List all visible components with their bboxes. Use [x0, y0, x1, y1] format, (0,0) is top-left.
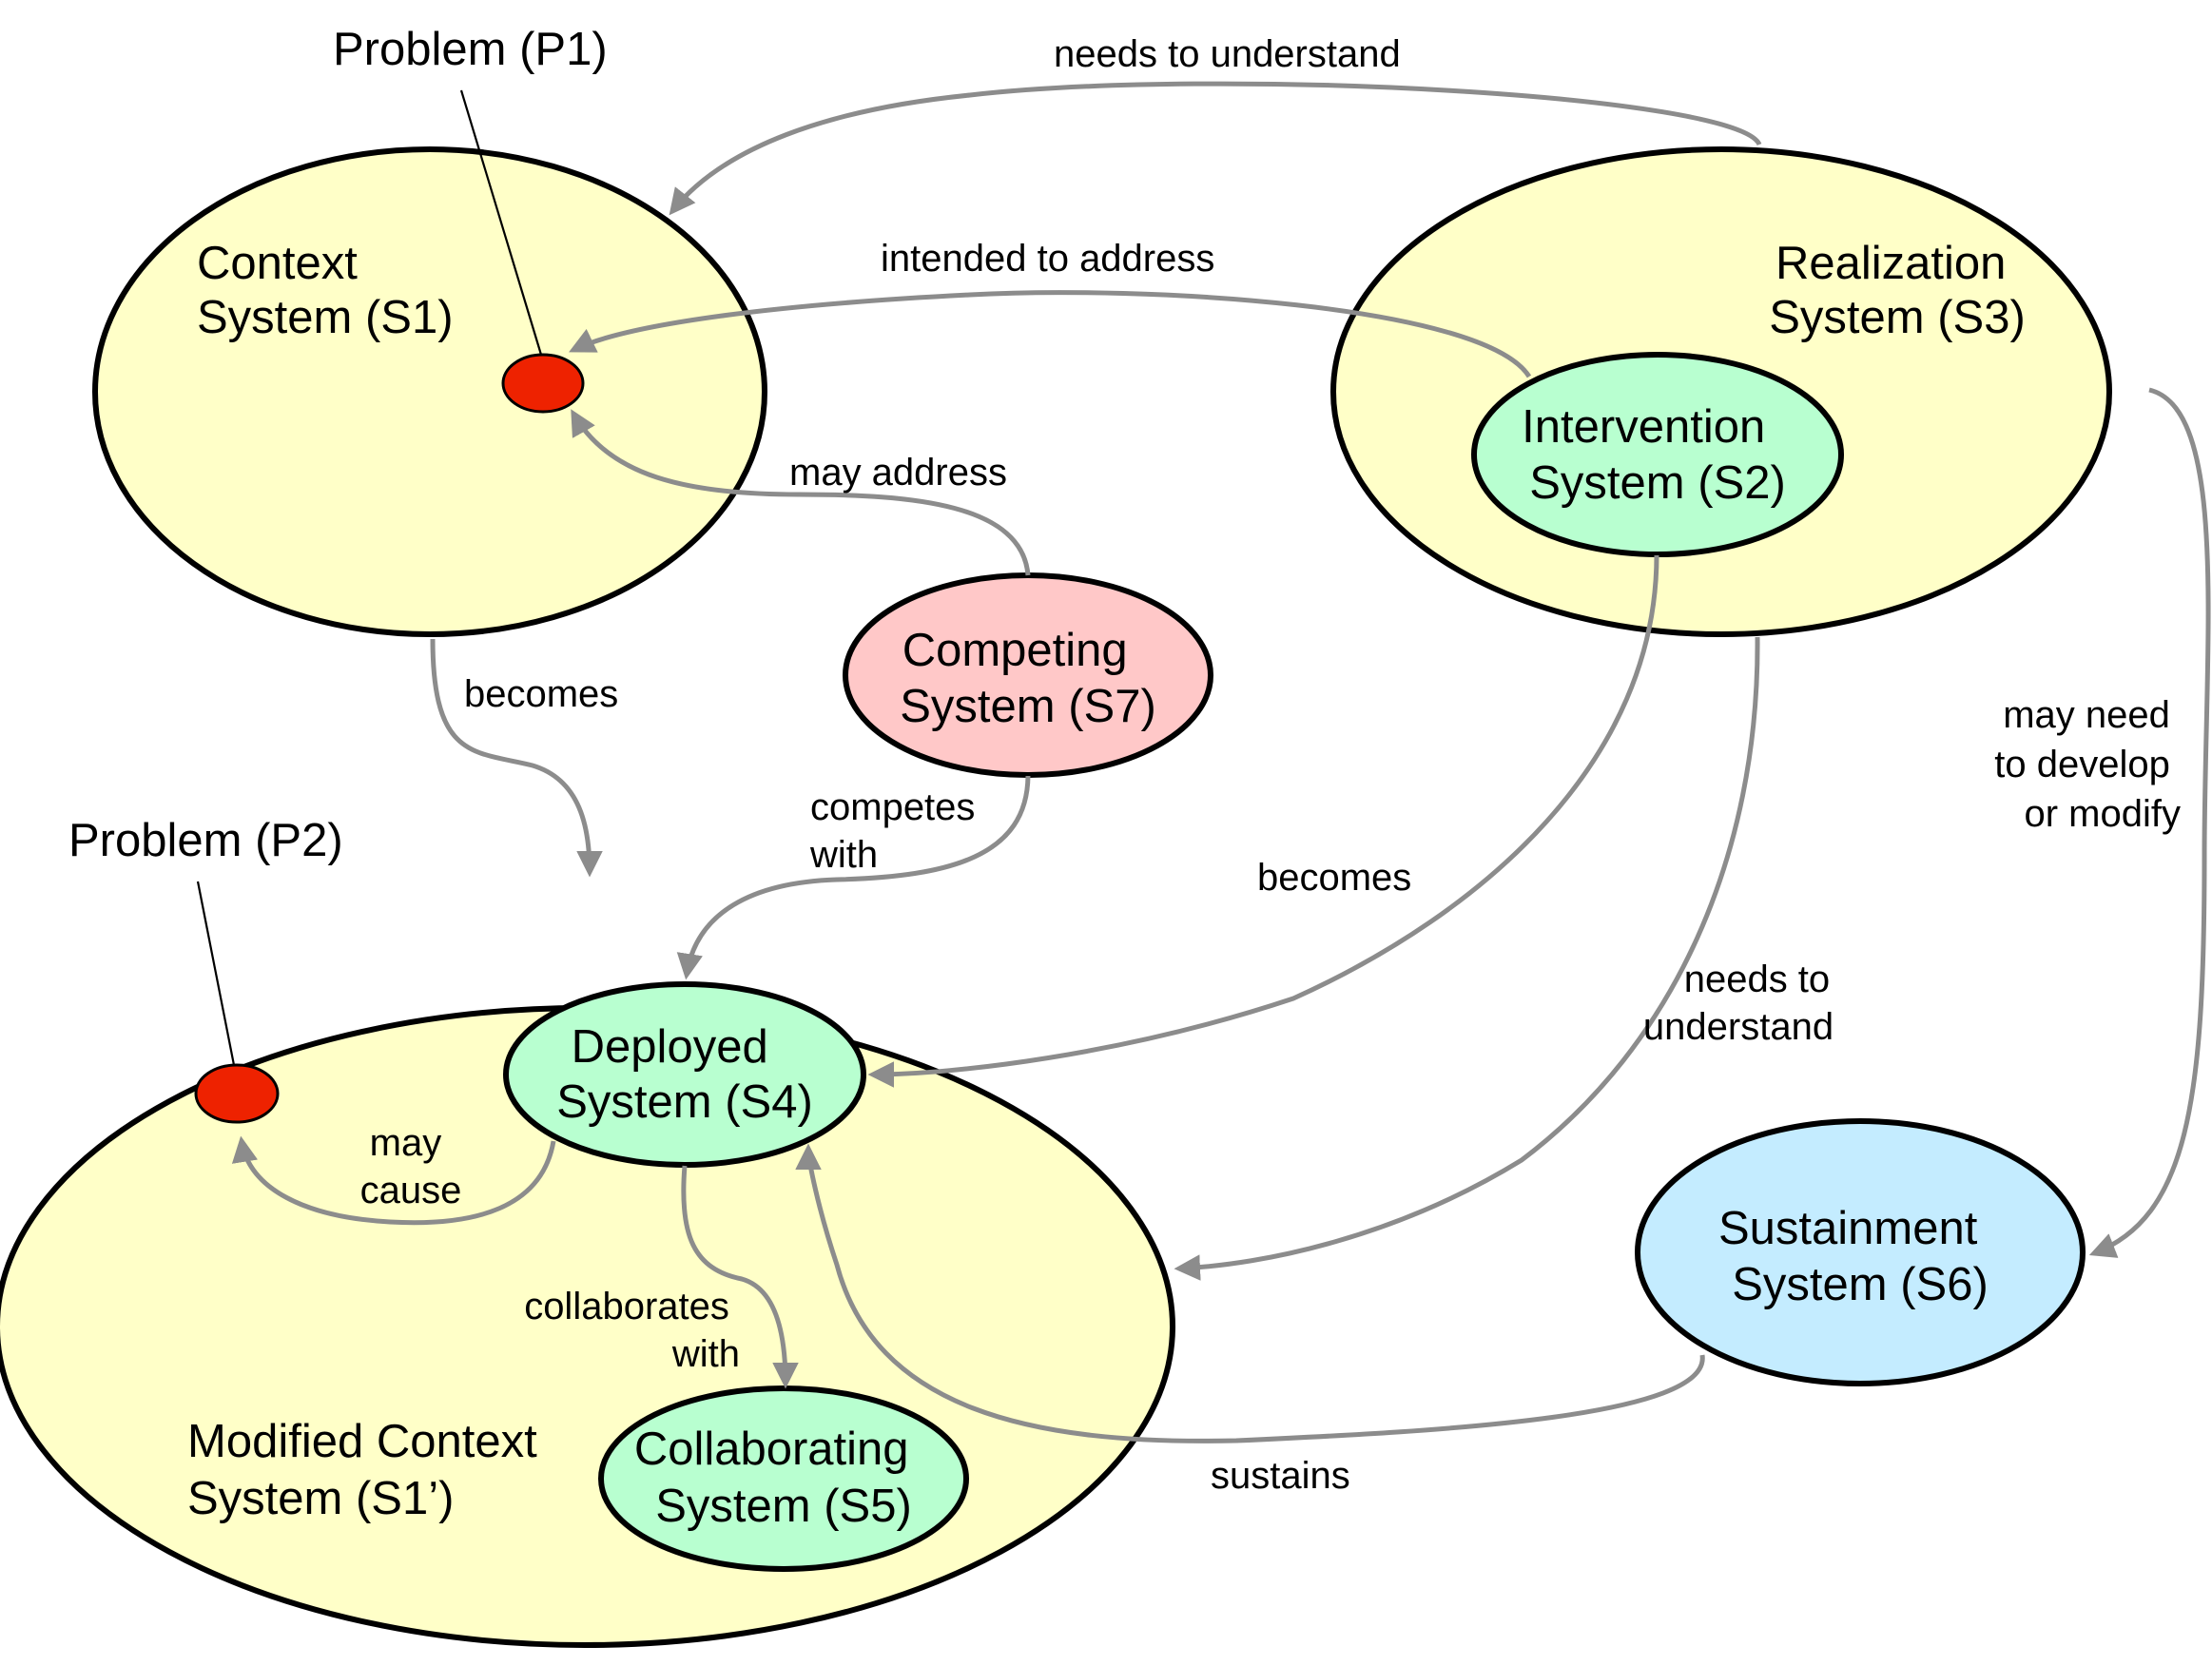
collaborating-system-s5-label: Collaborating System (S5): [634, 1424, 922, 1532]
deployed-system-s4-label: Deployed System (S4): [556, 1021, 813, 1128]
edge-label-s2-intended-to-address-p1: intended to address: [881, 238, 1214, 280]
edge-s7-competes-with-s4: [676, 775, 1031, 980]
sustainment-system-s6-label: Sustainment System (S6): [1718, 1203, 1990, 1310]
edge-label-s3-needs-to-understand-s1prime: needs to understand: [1643, 959, 1840, 1048]
edge-s2-becomes-s4: [867, 554, 1659, 1088]
sustainment-system-s6: [1635, 1118, 2086, 1386]
problem-p1-label: Problem (P1): [333, 24, 608, 75]
context-system-s1-label: Context System (S1): [197, 238, 454, 343]
collaborating-system-s5: [598, 1385, 969, 1572]
edge-label-s7-may-address-p1: may address: [789, 452, 1007, 494]
intervention-system-s2: [1471, 352, 1844, 557]
edge-label-s3-may-need-to-develop-s6: may need to develop or modify: [1994, 694, 2181, 835]
problem-p1-dot: [501, 353, 585, 414]
problem-p2-leader: [196, 881, 236, 1066]
edge-s2-intended-to-address-p1: [569, 290, 1532, 378]
intervention-system-s2-label: Intervention System (S2): [1522, 401, 1786, 509]
edge-label-s7-competes-with-s4: competes with: [809, 786, 986, 876]
edge-s4-collaborates-with-s5: [681, 1165, 799, 1389]
deployed-system-s4: [503, 981, 866, 1168]
edge-s4-may-cause-p2: [231, 1135, 556, 1226]
edge-label-s4-collaborates-with-s5: collaborates with: [524, 1286, 740, 1375]
edge-s6-sustains-s4: [795, 1143, 1705, 1443]
realization-system-s3-label: Realization System (S3): [1769, 238, 2026, 343]
competing-system-s7-label: Competing System (S7): [900, 625, 1156, 732]
problem-p2-dot: [194, 1063, 280, 1124]
edge-s3-may-need-to-develop-s6: [2088, 387, 2211, 1258]
context-system-s1: [92, 146, 767, 637]
edge-label-s1-becomes-s1prime: becomes: [464, 673, 618, 715]
edge-s1-becomes-s1prime: [430, 638, 603, 878]
edge-s3-needs-to-understand-s1: [669, 81, 1762, 216]
edge-label-s2-becomes-s4: becomes: [1257, 857, 1411, 899]
modified-context-system-s1prime-label: Modified Context System (S1’): [187, 1416, 550, 1524]
problem-p1-leader: [459, 89, 543, 356]
problem-p2-label: Problem (P2): [68, 815, 343, 866]
edge-s7-may-address-p1: [571, 409, 1031, 576]
edge-label-s6-sustains-s4: sustains: [1211, 1455, 1350, 1497]
edge-label-s4-may-cause-p2: may cause: [360, 1122, 462, 1211]
edge-s3-needs-to-understand-s1prime: [1174, 636, 1760, 1281]
edge-label-s3-needs-to-understand-s1: needs to understand: [1054, 33, 1401, 75]
